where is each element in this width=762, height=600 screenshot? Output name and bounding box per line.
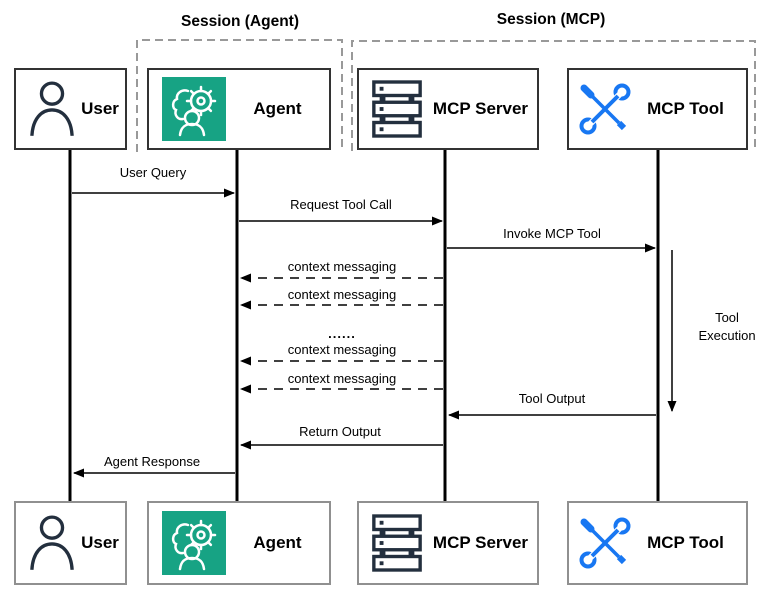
message-label-context-messaging-4: context messaging <box>287 371 397 386</box>
agent-brain-gear-icon <box>162 511 226 575</box>
crossed-tools-icon <box>579 517 631 569</box>
person-outline-icon <box>30 515 74 570</box>
actor-label-agent: Agent <box>253 533 302 552</box>
actor-label-mcp-server: MCP Server <box>432 533 529 552</box>
session-agent-title: Session (Agent) <box>181 13 299 30</box>
actor-box-mcp-server-top: MCP Server <box>357 68 539 150</box>
session-agent-frame <box>136 39 343 152</box>
message-label-context-messaging-2: context messaging <box>287 287 397 302</box>
actor-label-mcp-tool: MCP Tool <box>647 99 724 118</box>
session-mcp-frame <box>351 40 756 151</box>
message-label-user-query: User Query <box>119 165 187 180</box>
actor-box-agent-top: Agent <box>147 68 331 150</box>
message-label-agent-response: Agent Response <box>103 454 201 469</box>
message-label-context-messaging-1: context messaging <box>287 259 397 274</box>
actor-box-mcp-tool-top: MCP Tool <box>567 68 748 150</box>
actor-box-user-top: User <box>14 68 127 150</box>
message-label-invoke-mcp-tool: Invoke MCP Tool <box>503 226 601 241</box>
actor-box-mcp-tool-bottom: MCP Tool <box>567 501 748 585</box>
actor-box-agent-bottom: Agent <box>147 501 331 585</box>
message-label-tool-output: Tool Output <box>518 391 586 406</box>
actor-label-agent: Agent <box>253 99 302 118</box>
agent-brain-gear-icon <box>162 77 226 141</box>
actor-label-mcp-tool: MCP Tool <box>647 533 724 552</box>
actor-label-mcp-server: MCP Server <box>432 99 529 118</box>
message-label-request-tool-call: Request Tool Call <box>290 197 392 212</box>
message-label-context-messaging-3: context messaging <box>287 342 397 357</box>
actor-label-user: User <box>81 533 119 552</box>
message-label-tool-execution: Tool Execution <box>698 310 756 343</box>
message-label-return-output: Return Output <box>299 424 381 439</box>
server-stack-icon <box>372 514 422 572</box>
message-label-ellipsis: ...... <box>328 326 356 341</box>
actor-box-user-bottom: User <box>14 501 127 585</box>
person-outline-icon <box>30 81 74 136</box>
crossed-tools-icon <box>579 83 631 135</box>
actor-box-mcp-server-bottom: MCP Server <box>357 501 539 585</box>
session-mcp-title: Session (MCP) <box>496 11 606 28</box>
server-stack-icon <box>372 80 422 138</box>
actor-label-user: User <box>81 99 119 118</box>
